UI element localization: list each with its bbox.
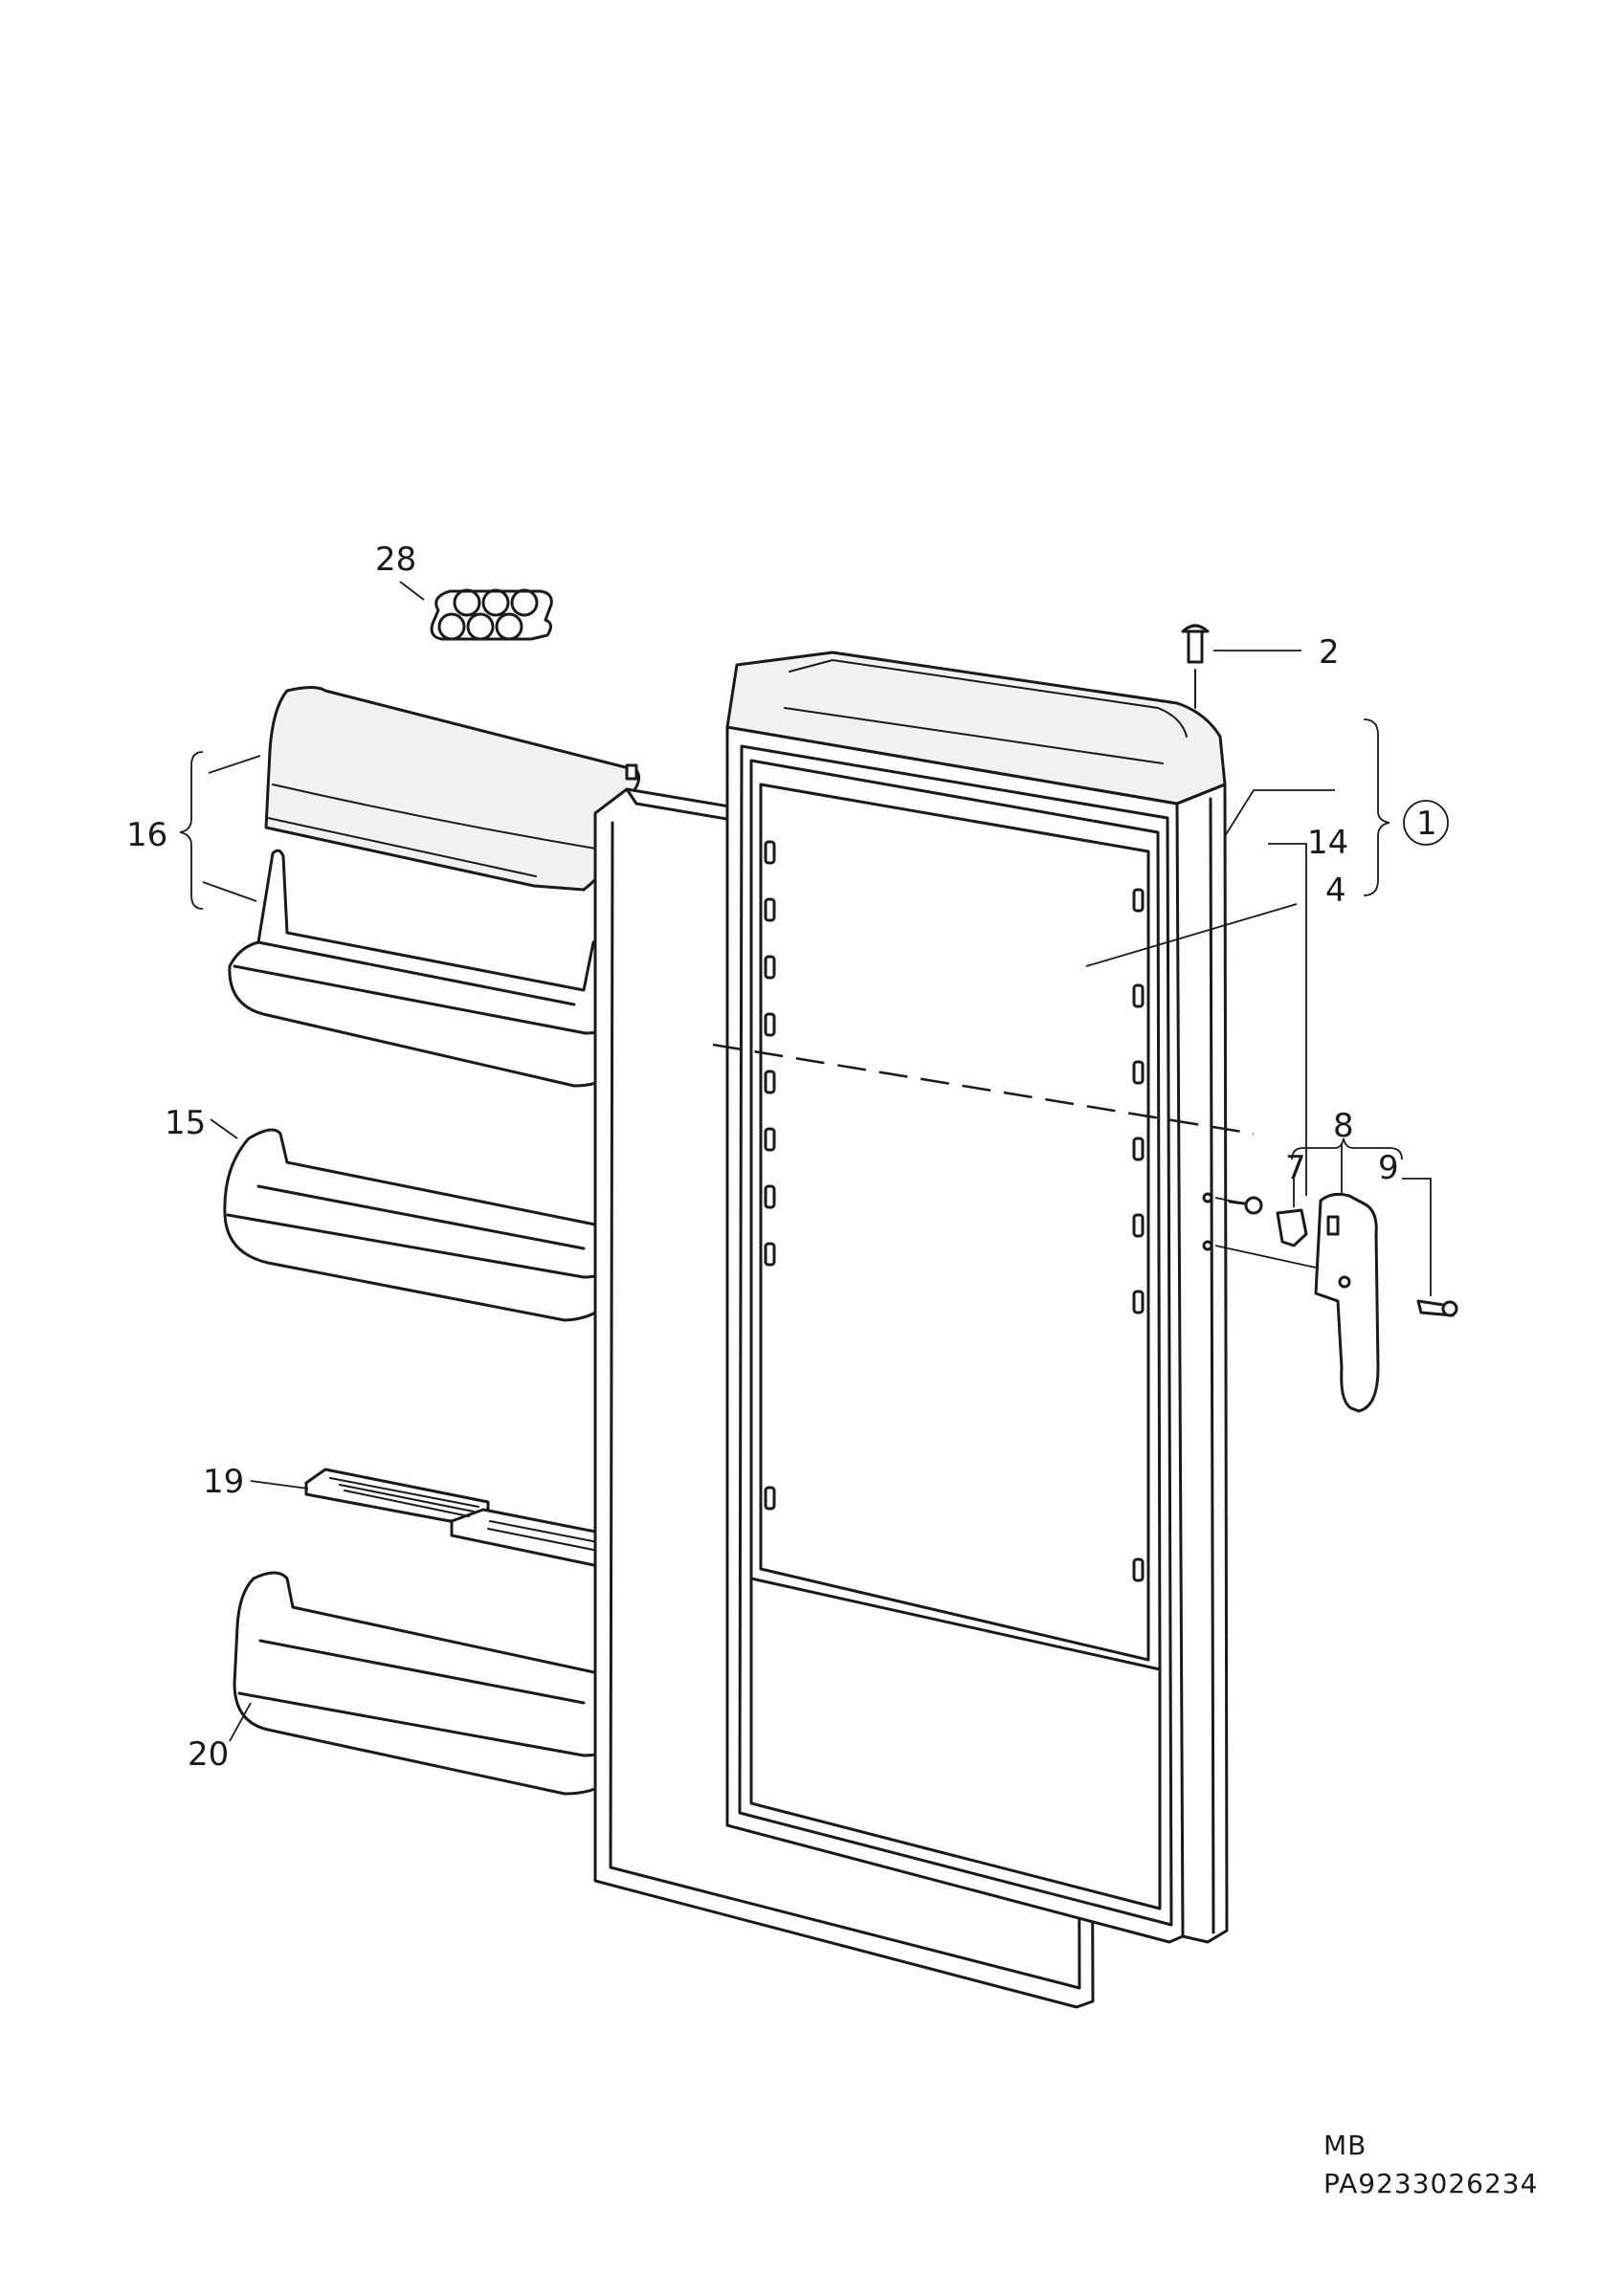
top-hinge-screw-part (1181, 624, 1210, 709)
callout-28: 28 (375, 541, 416, 579)
brace-16 (179, 751, 204, 910)
door-outer-panel-part (725, 651, 1229, 1944)
handle-screw-9-part (1416, 1299, 1458, 1317)
footer-part-number: PA9233026234 (1323, 2168, 1538, 2199)
callout-8: 8 (1333, 1107, 1354, 1145)
handle-screw-14-part (1202, 1192, 1263, 1251)
callout-9: 9 (1378, 1149, 1399, 1187)
bottom-door-shelf-part (233, 1571, 634, 1796)
callout-1-circle (1403, 800, 1449, 846)
callout-7: 7 (1285, 1149, 1306, 1187)
callout-15: 15 (165, 1104, 206, 1142)
footer-model-code: MB (1323, 2130, 1367, 2161)
callout-20: 20 (188, 1735, 229, 1774)
brace-1 (1363, 718, 1390, 896)
bottle-grip-part (304, 1468, 641, 1569)
dairy-compartment-part (264, 686, 641, 892)
door-handle-8-part (1314, 1192, 1380, 1413)
leader-lines (202, 581, 1432, 1742)
middle-door-shelf-part (223, 1128, 626, 1322)
callout-16: 16 (126, 816, 167, 854)
callout-2: 2 (1319, 633, 1340, 672)
brace-8 (1291, 1137, 1403, 1160)
callout-14: 14 (1307, 824, 1348, 862)
assembly-dashed-line (712, 1043, 1255, 1136)
callout-1: 1 (1416, 805, 1437, 843)
door-inner-liner-part (725, 725, 1185, 1944)
shelf-support-slots (764, 840, 1145, 1582)
egg-tray-part (430, 588, 553, 641)
handle-cover-7-part (1276, 1208, 1308, 1247)
callout-4: 4 (1325, 872, 1346, 910)
callout-19: 19 (203, 1463, 244, 1501)
